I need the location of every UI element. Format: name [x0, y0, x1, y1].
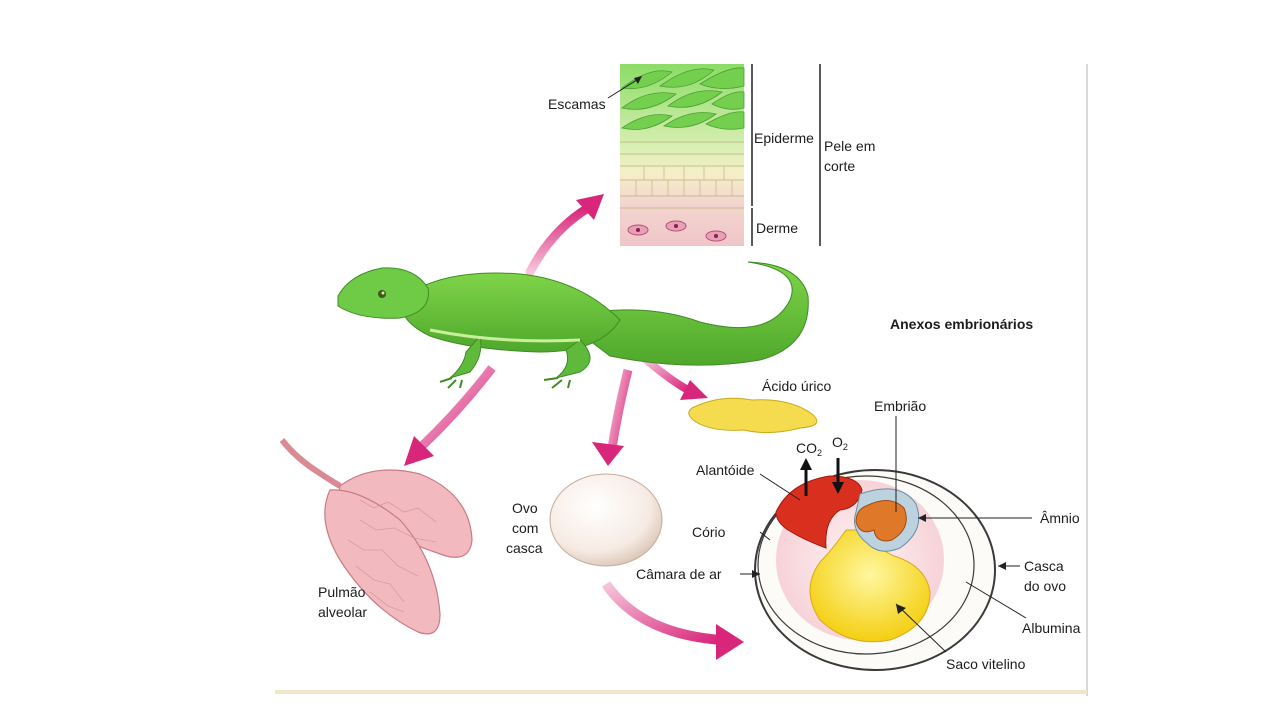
label-ovo-line3: casca — [506, 540, 543, 556]
label-ovo-line2: com — [512, 520, 539, 536]
arrow-to-skin — [525, 194, 604, 277]
egg-shell-small — [549, 473, 663, 567]
label-casca-line1: Casca — [1024, 558, 1064, 574]
frame-bottom-rule — [275, 690, 1087, 694]
embryo-egg — [754, 458, 996, 671]
label-camara-de-ar: Câmara de ar — [636, 566, 722, 582]
uric-acid-blob — [688, 397, 818, 434]
label-epiderme: Epiderme — [754, 130, 814, 146]
arrow-to-lung — [404, 365, 496, 466]
label-saco-vitelino: Saco vitelino — [946, 656, 1026, 672]
label-casca-line2: do ovo — [1024, 578, 1067, 594]
arrow-to-egg — [592, 368, 633, 466]
skin-section — [607, 64, 821, 246]
arrow-to-embryo — [601, 581, 744, 660]
label-alantoide: Alantóide — [696, 462, 755, 478]
label-escamas: Escamas — [548, 96, 606, 112]
frame-right-rule — [1086, 64, 1088, 696]
label-pele-line2: corte — [824, 158, 856, 174]
label-pulmao-line2: alveolar — [318, 604, 368, 620]
label-pele-line1: Pele em — [824, 138, 876, 154]
label-corio: Cório — [692, 524, 726, 540]
label-ovo-line1: Ovo — [512, 500, 538, 516]
label-o2: O2 — [832, 434, 848, 452]
label-co2: CO2 — [796, 440, 823, 458]
label-embriao: Embrião — [874, 398, 927, 414]
label-pulmao-line1: Pulmão — [318, 584, 366, 600]
allantois — [775, 475, 863, 549]
label-amnio: Âmnio — [1040, 510, 1080, 526]
pointer-lines — [740, 416, 1032, 653]
lung — [279, 438, 473, 635]
label-derme: Derme — [756, 220, 799, 236]
embryo — [855, 500, 907, 542]
yolk-sac — [809, 529, 931, 643]
label-acido-urico: Ácido úrico — [762, 378, 832, 394]
lizard — [337, 261, 809, 389]
label-albumina: Albumina — [1022, 620, 1081, 636]
diagram-title: Anexos embrionários — [890, 316, 1034, 332]
